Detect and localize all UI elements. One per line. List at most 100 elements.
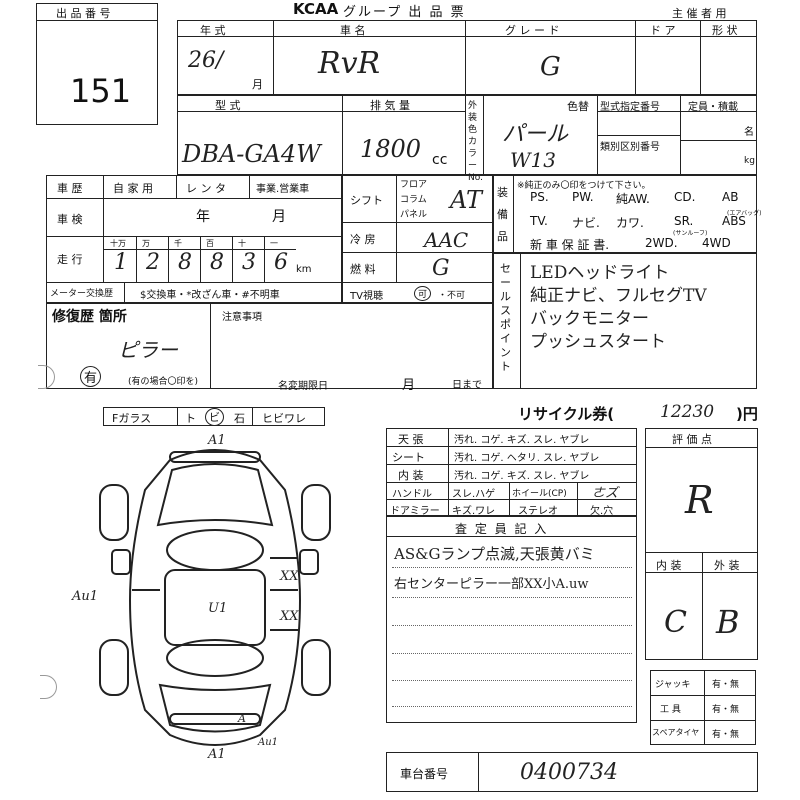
- tv-option-yes[interactable]: 可: [414, 286, 432, 301]
- tools-box: [650, 670, 756, 745]
- mileage-digit-label: 万: [142, 239, 150, 248]
- header-title: グループ 出 品 票: [343, 5, 466, 20]
- glass-option-to[interactable]: ト: [185, 412, 196, 425]
- notes-label: 注意事項: [222, 312, 262, 323]
- ac-label: 冷 房: [350, 233, 376, 246]
- glass-label: Fガラス: [112, 412, 152, 425]
- missing-label: 欠.穴: [590, 506, 614, 517]
- header-logo: KCAA: [293, 0, 339, 18]
- door-label: ド ア: [650, 24, 676, 37]
- equipment-item[interactable]: 純AW.: [616, 192, 650, 206]
- mileage-digit-label: 十万: [110, 239, 126, 248]
- history-label: 車 歴: [57, 182, 83, 195]
- history-option-private[interactable]: 自 家 用: [113, 182, 153, 195]
- fuel-label: 燃 料: [350, 263, 376, 276]
- history-option-rental[interactable]: レ ン タ: [186, 182, 226, 195]
- model-designation-label: 型式指定番号: [600, 102, 660, 113]
- rear-left-wheel: [99, 639, 129, 696]
- tv-option-no[interactable]: ・不可: [438, 291, 466, 301]
- stereo-label: ステレオ: [518, 506, 558, 517]
- mark-roof: U1: [208, 601, 227, 616]
- equipment-item[interactable]: TV.: [530, 214, 548, 228]
- equipment-row-3-4wd[interactable]: 4WD: [702, 236, 731, 250]
- shift-panel: パネル: [400, 210, 428, 220]
- handle-label: ハンドル: [392, 489, 432, 500]
- inspection-label: 車 検: [57, 213, 83, 226]
- wheel-value: ㄜズ: [592, 486, 619, 501]
- sales-point-3: バックモニター: [530, 309, 649, 329]
- shift-column: コラム: [400, 195, 427, 205]
- displacement-value: 1800: [360, 135, 422, 163]
- mark-front-bumper: A1: [207, 433, 226, 448]
- car-windshield: [166, 529, 264, 571]
- glass-option-bi[interactable]: ビ: [205, 408, 224, 426]
- repair-label: 修復歴 箇所: [52, 309, 127, 325]
- month-unit: 月: [252, 78, 263, 91]
- equipment-item[interactable]: ABS: [722, 214, 746, 228]
- seat-label: シート: [392, 451, 425, 464]
- mileage-label: 走 行: [57, 253, 83, 266]
- tool-label: 工 具: [660, 705, 681, 715]
- equipment-item[interactable]: PS.: [530, 190, 549, 204]
- exterior-grade: B: [716, 603, 740, 641]
- inspector-line-2: 右センターピラー一部XX小A.uw: [394, 577, 589, 592]
- deadline-day: 日まで: [452, 380, 482, 391]
- tool-value[interactable]: 有・無: [712, 705, 740, 715]
- hole-punch-mark-2: [40, 675, 57, 699]
- inspection-month: 月: [272, 209, 286, 225]
- sales-point-2: 純正ナビ、フルセグTV: [530, 286, 707, 306]
- equipment-item[interactable]: カワ.: [616, 216, 644, 230]
- make-label: 車 名: [340, 24, 366, 37]
- ac-value: AAC: [424, 228, 469, 252]
- mileage-digit: 6: [274, 250, 288, 275]
- car-trunk: [158, 683, 272, 733]
- history-option-business[interactable]: 事業.営業車: [256, 184, 310, 195]
- mileage-digit: 2: [146, 250, 160, 275]
- year-value: 26/: [188, 48, 224, 73]
- equipment-sub-ab: (エアバッグ): [727, 210, 762, 217]
- color-name: パール: [502, 122, 569, 147]
- car-name: RvR: [318, 46, 381, 81]
- mark-left-side: Au1: [71, 589, 98, 604]
- ceiling-label: 天 張: [398, 433, 424, 446]
- handle-options: スレ.ハゲ: [452, 489, 496, 500]
- front-right-wheel: [301, 484, 331, 541]
- jack-value[interactable]: 有・無: [712, 680, 740, 690]
- equipment-row-3-2wd[interactable]: 2WD.: [645, 236, 678, 250]
- mark-trunk: A: [237, 712, 246, 725]
- vehicle-info-table: [177, 20, 757, 95]
- spare-tire-value[interactable]: 有・無: [712, 730, 740, 740]
- equipment-item[interactable]: SR.: [674, 214, 694, 228]
- right-mirror: [299, 549, 319, 575]
- inspector-line-1: AS&Gランプ点滅,天張黄バミ: [394, 545, 595, 563]
- chassis-label: 車台番号: [400, 767, 449, 781]
- equipment-row-3-warranty[interactable]: 新 車 保 証 書.: [530, 238, 610, 252]
- car-roof: [164, 569, 266, 646]
- lot-number: 151: [70, 72, 132, 110]
- lot-box: [36, 3, 158, 125]
- grade-box-label: 評 価 点: [672, 433, 712, 446]
- displacement-label: 排 気 量: [370, 99, 410, 112]
- history-table: [46, 175, 342, 303]
- kg-unit: kg: [744, 156, 755, 166]
- interior-grade-label: 内 装: [656, 559, 682, 572]
- spare-tire-label: スペアタイヤ: [652, 728, 700, 737]
- tv-label: TV視聴: [350, 291, 383, 302]
- capacity-label: 定員・積載: [688, 102, 738, 113]
- jack-label: ジャッキ: [655, 680, 691, 690]
- equipment-sub-sr: (サンルーフ): [673, 230, 708, 237]
- equipment-item[interactable]: AB: [722, 190, 739, 204]
- mark-rear-quarter: Au1: [257, 737, 278, 748]
- inspector-label: 査 定 員 記 入: [455, 522, 549, 536]
- equipment-item[interactable]: ナビ.: [572, 216, 600, 230]
- trim-options: 汚れ. コゲ. キズ. スレ. ヤブレ: [454, 471, 590, 482]
- equipment-item[interactable]: PW.: [572, 190, 594, 204]
- color-label: 色替: [567, 100, 589, 113]
- glass-option-crack[interactable]: ヒビワレ: [262, 412, 306, 425]
- car-body-outline: [128, 449, 302, 746]
- year-label: 年 式: [200, 24, 226, 37]
- glass-option-stone[interactable]: 石: [234, 412, 245, 425]
- rear-bumper: [169, 713, 261, 725]
- equipment-item[interactable]: CD.: [674, 190, 696, 204]
- repair-circle[interactable]: 有: [80, 366, 102, 387]
